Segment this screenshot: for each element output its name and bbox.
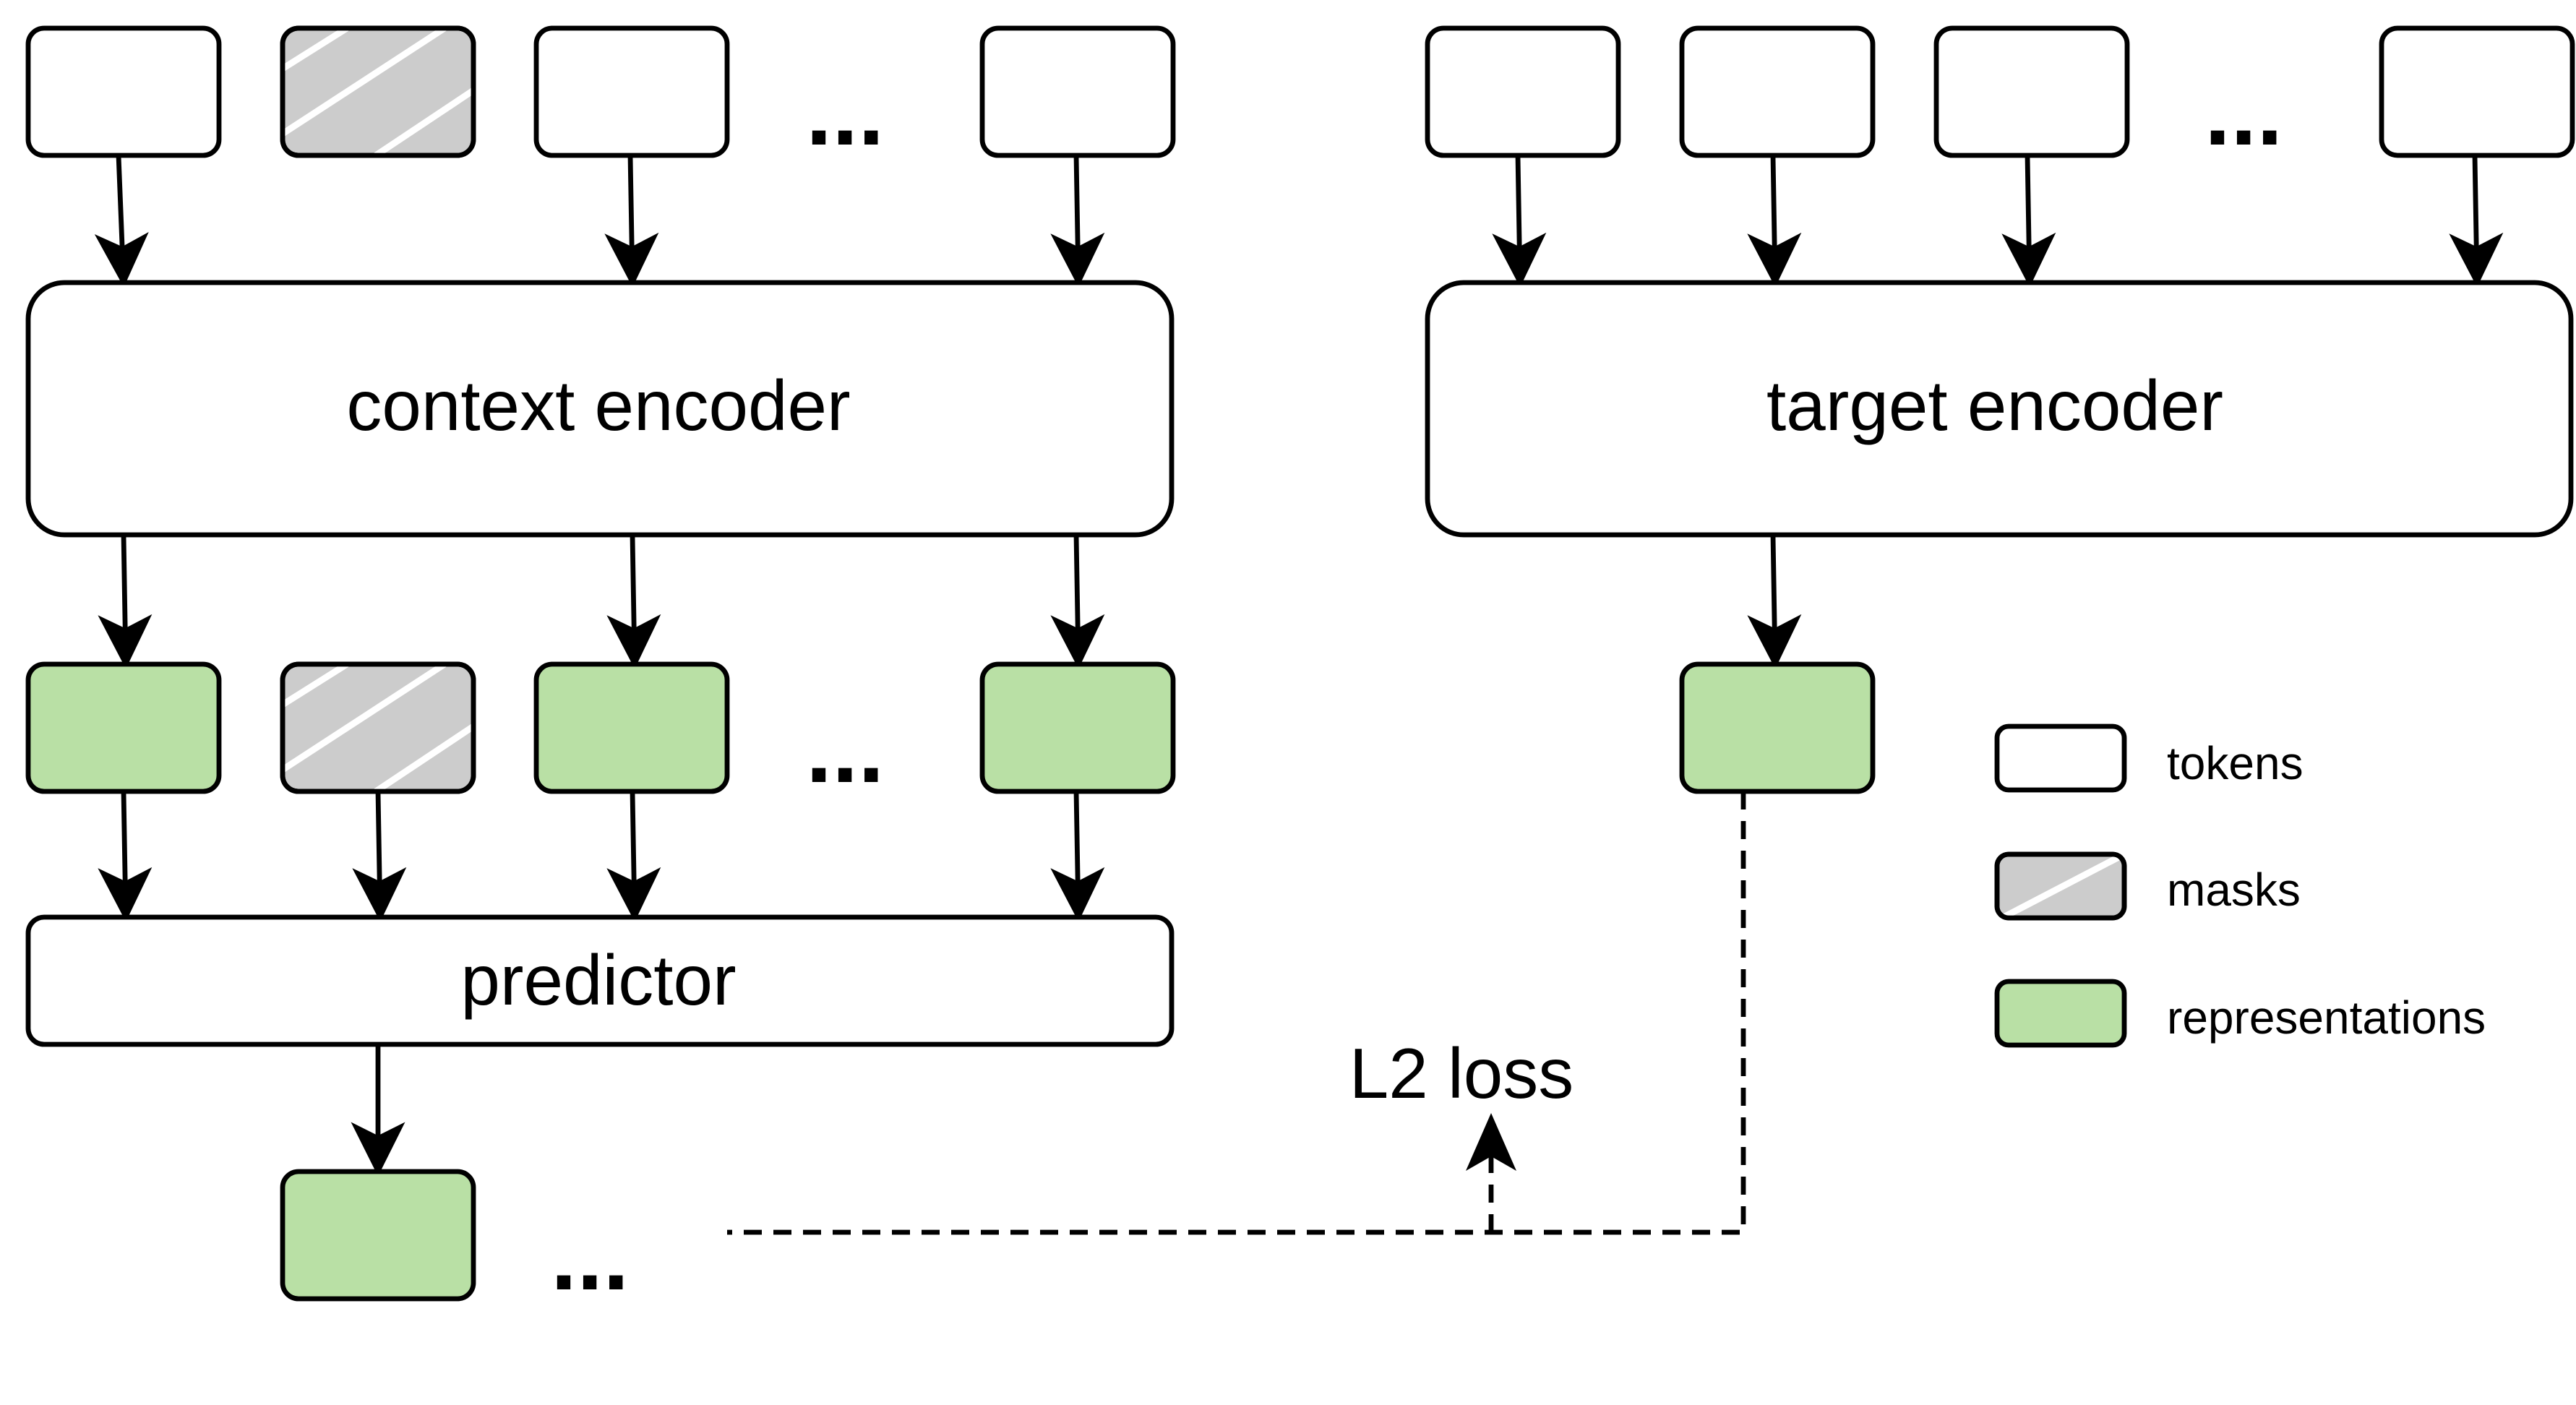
loss-connection: L2 loss (727, 791, 1746, 1235)
legend: tokens masks representations (1994, 723, 2486, 1048)
target-output-arrow (1747, 534, 1802, 669)
token-box (979, 25, 1176, 158)
legend-item-masks: masks (1994, 851, 2301, 921)
representation-box (280, 1169, 476, 1302)
legend-label-masks: masks (2167, 864, 2301, 916)
ellipsis: ... (551, 1204, 629, 1310)
token-box (1425, 25, 1621, 158)
context-encoder: context encoder (25, 280, 1175, 538)
representation-box (25, 661, 222, 794)
predictor-label: predictor (460, 940, 736, 1020)
token-box (1933, 25, 2130, 158)
context-input-arrows (94, 155, 1105, 288)
target-encoder: target encoder (1425, 280, 2574, 538)
loss-arrowhead (1466, 1113, 1516, 1171)
target-encoder-label: target encoder (1766, 366, 2223, 445)
target-representation (1679, 661, 1876, 794)
context-output-arrows (98, 534, 1105, 669)
token-box (25, 25, 222, 158)
loss-label: L2 loss (1349, 1034, 1574, 1113)
mask-box (280, 25, 476, 158)
representation-box (533, 661, 730, 794)
context-encoder-label: context encoder (346, 366, 850, 445)
representation-box (979, 661, 1176, 794)
predictor: predictor (25, 914, 1175, 1047)
ellipsis: ... (2204, 59, 2283, 165)
token-box (533, 25, 730, 158)
legend-label-representations: representations (2167, 992, 2486, 1044)
ellipsis: ... (806, 59, 884, 165)
context-input-tokens: ... (25, 25, 1176, 165)
predictor-input-arrows (98, 791, 1105, 922)
ellipsis: ... (806, 697, 884, 802)
token-box (1679, 25, 1876, 158)
target-input-tokens: ... (1425, 25, 2575, 165)
legend-item-tokens: tokens (1994, 723, 2304, 793)
target-input-arrows (1492, 155, 2504, 288)
legend-label-tokens: tokens (2167, 737, 2304, 789)
mask-box (280, 661, 476, 794)
legend-item-representations: representations (1994, 979, 2486, 1048)
context-representations: ... (25, 661, 1176, 802)
predicted-representations: ... (280, 1169, 629, 1310)
token-box (2379, 25, 2575, 158)
